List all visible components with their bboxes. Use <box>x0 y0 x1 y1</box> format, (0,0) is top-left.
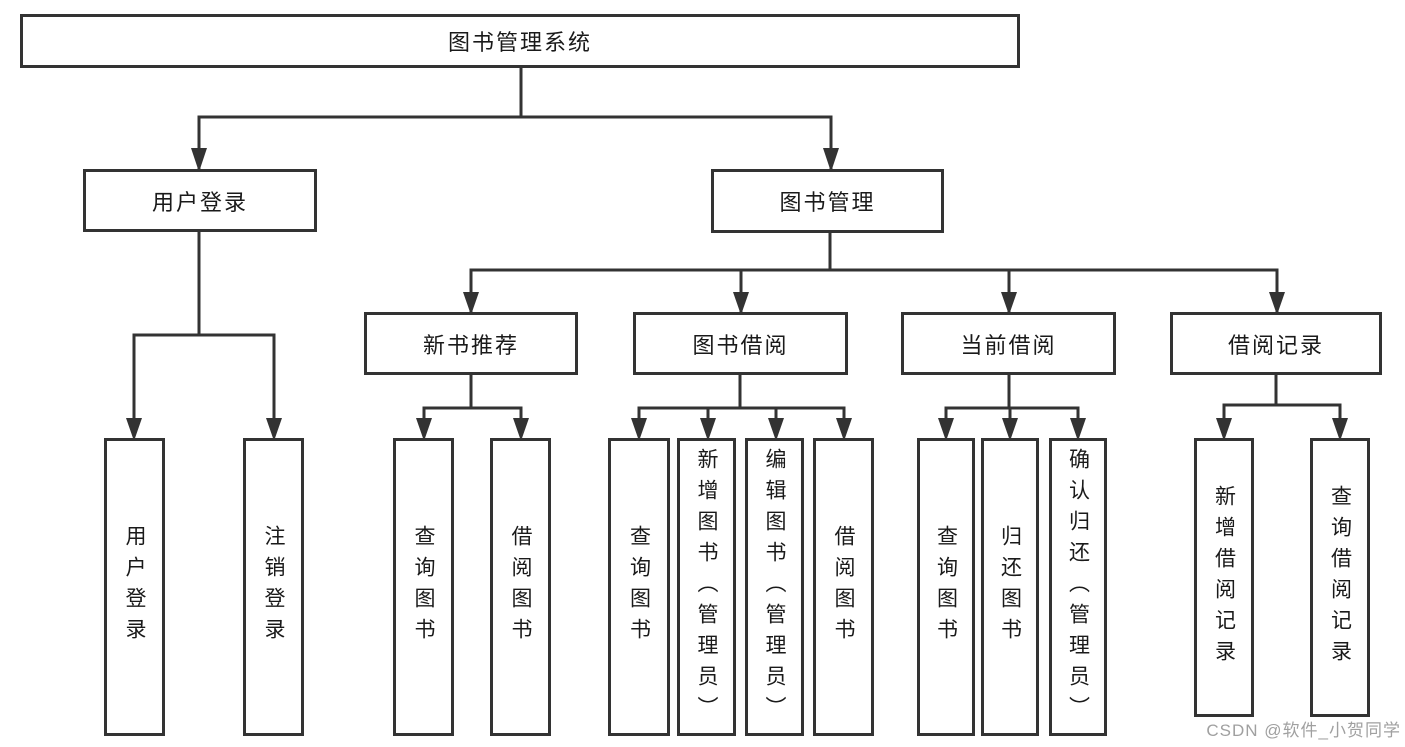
csdn-watermark: CSDN @软件_小贺同学 <box>1206 721 1401 740</box>
node-user-login: 用户登录 <box>83 169 317 232</box>
leaf-query-borrow-record: 查询借阅记录 <box>1310 438 1370 717</box>
node-user-login-label: 用户登录 <box>151 189 248 215</box>
leaf-logout: 注销登录 <box>243 438 304 736</box>
leaf-edit-book-admin: 编辑图书（管理员） <box>745 438 804 736</box>
node-borrow-records: 借阅记录 <box>1170 312 1382 375</box>
leaf-borrow-books-label: 借阅图书 <box>832 525 855 649</box>
node-root-label: 图书管理系统 <box>447 30 592 55</box>
node-root-system: 图书管理系统 <box>20 14 1020 68</box>
leaf-query-books-borrow: 查询图书 <box>608 438 670 736</box>
node-current-borrow-label: 当前借阅 <box>960 332 1057 358</box>
leaf-add-borrow-record-label: 新增借阅记录 <box>1212 484 1236 671</box>
leaf-edit-book-admin-label: 编辑图书（管理员） <box>763 447 786 727</box>
leaf-confirm-return-admin-label: 确认归还（管理员） <box>1066 447 1090 727</box>
node-book-borrow: 图书借阅 <box>633 312 848 375</box>
leaf-return-book-label: 归还图书 <box>998 525 1022 649</box>
leaf-user-login: 用户登录 <box>104 438 165 736</box>
node-new-book-recommend-label: 新书推荐 <box>422 332 519 358</box>
leaf-add-book-admin: 新增图书（管理员） <box>677 438 736 736</box>
node-borrow-records-label: 借阅记录 <box>1227 332 1324 358</box>
leaf-query-books-borrow-label: 查询图书 <box>627 525 651 649</box>
leaf-query-books-recommend-label: 查询图书 <box>412 525 435 649</box>
leaf-query-books-recommend: 查询图书 <box>393 438 454 736</box>
leaf-add-borrow-record: 新增借阅记录 <box>1194 438 1254 717</box>
leaf-borrow-books: 借阅图书 <box>813 438 874 736</box>
leaf-user-login-label: 用户登录 <box>123 525 146 649</box>
leaf-query-books-current-label: 查询图书 <box>934 525 958 649</box>
node-new-book-recommend: 新书推荐 <box>364 312 578 375</box>
leaf-logout-label: 注销登录 <box>262 525 285 649</box>
leaf-return-book: 归还图书 <box>981 438 1039 736</box>
leaf-add-book-admin-label: 新增图书（管理员） <box>695 447 718 727</box>
leaf-confirm-return-admin: 确认归还（管理员） <box>1049 438 1107 736</box>
node-book-management-label: 图书管理 <box>779 190 876 215</box>
leaf-query-borrow-record-label: 查询借阅记录 <box>1328 484 1352 671</box>
leaf-borrow-books-recommend-label: 借阅图书 <box>509 525 532 649</box>
leaf-borrow-books-recommend: 借阅图书 <box>490 438 551 736</box>
node-book-borrow-label: 图书借阅 <box>692 332 789 358</box>
node-current-borrow: 当前借阅 <box>901 312 1116 375</box>
leaf-query-books-current: 查询图书 <box>917 438 975 736</box>
node-book-management: 图书管理 <box>711 169 944 233</box>
